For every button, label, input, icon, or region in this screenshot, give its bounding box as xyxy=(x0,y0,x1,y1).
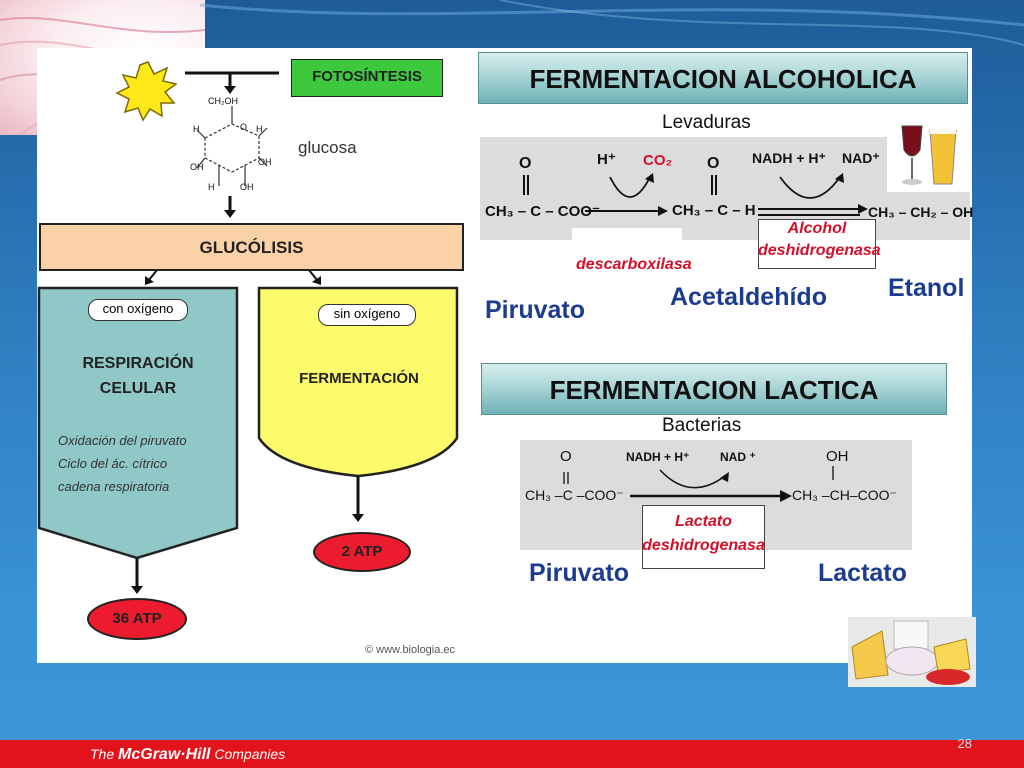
descarboxilasa-label: descarboxilasa xyxy=(576,256,692,273)
brand-name: McGraw·Hill xyxy=(118,746,211,763)
alc-name-acetaldehido: Acetaldehído xyxy=(670,283,827,311)
atp-36-badge: 36 ATP xyxy=(87,598,187,640)
credit-text: © www.biologia.ec xyxy=(365,644,456,656)
lac-pyr-o: O xyxy=(560,448,572,465)
alcohol-dh-box xyxy=(758,219,876,269)
alcohol-dh-label-1: Alcohol xyxy=(787,220,847,237)
respiracion-title-2: CELULAR xyxy=(99,380,177,397)
brand-the: The xyxy=(90,746,115,762)
sun-icon xyxy=(115,61,178,122)
respiracion-step-2: Ciclo del ác. cítrico xyxy=(58,456,168,471)
footer-bar xyxy=(0,740,1024,768)
alc-nadh-group: NADH + H⁺ xyxy=(752,150,826,167)
lac-name-lactato: Lactato xyxy=(818,559,907,587)
lac-pyr-formula: CH₃ –C –COO⁻ xyxy=(525,487,624,503)
fermentacion-title: FERMENTACIÓN xyxy=(299,370,419,387)
alc-name-etanol: Etanol xyxy=(888,274,965,302)
alcoholica-organism: Levaduras xyxy=(662,112,751,133)
descarboxilasa-box xyxy=(572,228,682,280)
brand-companies: Companies xyxy=(214,746,286,762)
alc-acet-o: O xyxy=(707,155,720,172)
lactica-title: FERMENTACION LACTICA xyxy=(481,363,947,415)
atp-2-badge: 2 ATP xyxy=(313,532,411,572)
glucolisis-label: GLUCÓLISIS xyxy=(199,238,304,257)
lac-oh: OH xyxy=(826,448,849,465)
glucosa-label: glucosa xyxy=(298,138,357,157)
respiracion-step-1: Oxidación del piruvato xyxy=(58,433,187,448)
alcoholica-title: FERMENTACION ALCOHOLICA xyxy=(478,52,968,104)
sin-oxigeno-pill: sin oxígeno xyxy=(318,304,416,326)
footer-brand: The McGraw·Hill Companies xyxy=(90,746,285,764)
alc-pyr-o: O xyxy=(519,155,532,172)
fermentacion-shape xyxy=(257,286,459,478)
dairy-products-icon xyxy=(848,617,976,687)
wine-beer-icon xyxy=(901,125,957,185)
alc-h-plus: H⁺ xyxy=(597,151,616,168)
alc-ethanol-formula: CH₃ – CH₂ – OH xyxy=(868,204,974,220)
glucolisis-box xyxy=(39,223,464,271)
respiracion-shape xyxy=(37,286,239,560)
alc-co2: CO₂ xyxy=(643,152,673,169)
glucose-oh2: OH xyxy=(258,157,272,167)
con-oxigeno-pill: con oxígeno xyxy=(88,299,188,321)
lac-nad: NAD ⁺ xyxy=(720,450,756,464)
lactica-arrows xyxy=(563,466,834,502)
glucose-h2: H xyxy=(256,124,263,134)
fotosintesis-label: FOTOSÍNTESIS xyxy=(312,68,422,85)
glucose-molecule xyxy=(196,106,268,186)
glucose-ch2oh: CH₂OH xyxy=(208,96,238,106)
alc-nad: NAD⁺ xyxy=(842,150,880,166)
lac-nadh-group: NADH + H⁺ xyxy=(626,450,689,464)
glucose-h3: H xyxy=(208,182,215,192)
alcoholica-reaction-bg-2 xyxy=(862,192,970,240)
alc-name-piruvato: Piruvato xyxy=(485,296,586,324)
alc-nadh: NADH xyxy=(752,150,793,166)
lac-nadh: NADH xyxy=(626,450,661,464)
lactato-dh-box xyxy=(642,505,765,569)
lac-name-piruvato: Piruvato xyxy=(529,559,630,587)
glucose-o: O xyxy=(240,122,248,132)
flow-diagram-lines xyxy=(37,61,459,594)
lactato-dh-label-1: Lactato xyxy=(675,513,732,530)
glucose-h1: H xyxy=(193,124,200,134)
decorative-swoosh xyxy=(200,0,1024,46)
alc-nadh-h: + H⁺ xyxy=(796,150,826,166)
alc-pyr-formula: CH₃ – C – COO⁻ xyxy=(485,203,600,220)
alcoholica-arrows xyxy=(523,173,868,216)
respiracion-title-1: RESPIRACIÓN xyxy=(82,355,194,372)
lactato-dh-label-2: deshidrogenasa xyxy=(642,537,765,554)
lac-nadh-h: + H⁺ xyxy=(664,450,690,464)
fotosintesis-box xyxy=(291,59,443,97)
page-number: 28 xyxy=(957,736,972,751)
respiracion-step-3: cadena respiratoria xyxy=(58,479,170,494)
alcohol-dh-label-2: deshidrogenasa xyxy=(758,242,881,259)
lac-lactate-formula: CH₃ –CH–COO⁻ xyxy=(792,487,897,503)
glucose-oh1: OH xyxy=(190,162,204,172)
lactica-organism: Bacterias xyxy=(662,415,742,436)
glucose-oh3: OH xyxy=(240,182,254,192)
alc-acet-formula: CH₃ – C – H xyxy=(672,202,756,219)
